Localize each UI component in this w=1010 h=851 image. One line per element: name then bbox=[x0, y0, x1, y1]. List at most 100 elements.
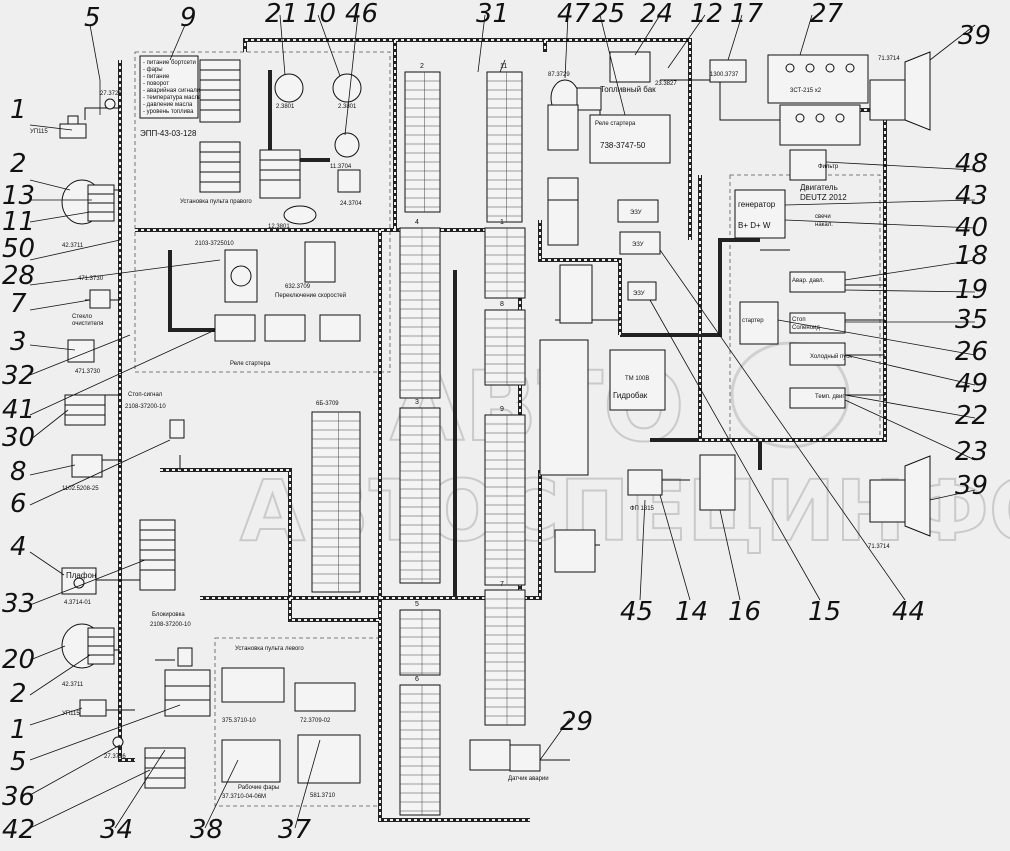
callout-34: 34 bbox=[100, 815, 133, 845]
engine-sensors: Авар. давл. Стоп Соленоид Холодный пуск … bbox=[739, 271, 852, 409]
svg-text:- уровень топлива: - уровень топлива bbox=[143, 109, 194, 115]
svg-text:Топливный бак: Топливный бак bbox=[600, 85, 656, 94]
connector-col-4: 4 bbox=[399, 219, 441, 399]
svg-text:37.3710-04-06М: 37.3710-04-06М bbox=[222, 794, 266, 800]
svg-text:Гидробак: Гидробак bbox=[613, 391, 648, 400]
component-29: Датчик аварии bbox=[469, 739, 549, 782]
svg-text:71.3714: 71.3714 bbox=[868, 544, 890, 550]
svg-text:ЭЗУ: ЭЗУ bbox=[633, 291, 645, 297]
callout-41: 41 bbox=[2, 395, 35, 425]
svg-text:632.3709: 632.3709 bbox=[285, 284, 311, 290]
callout-37: 37 bbox=[278, 815, 312, 845]
svg-text:2103-3725010: 2103-3725010 bbox=[195, 241, 234, 247]
connector-left-mid bbox=[64, 394, 106, 426]
mass-switch-bottom: 71.3714 bbox=[868, 455, 931, 550]
svg-text:581.3710: 581.3710 bbox=[310, 793, 336, 799]
svg-text:ЭЗУ: ЭЗУ bbox=[630, 210, 642, 216]
svg-text:8: 8 bbox=[500, 301, 504, 308]
callout-1-bot: 1 bbox=[10, 715, 27, 745]
callout-21: 21 bbox=[265, 0, 298, 29]
svg-text:свечи: свечи bbox=[815, 214, 831, 220]
callout-47: 47 bbox=[557, 0, 591, 29]
connector-left-lower bbox=[139, 519, 176, 591]
svg-text:Установка пульта левого: Установка пульта левого bbox=[235, 646, 304, 652]
svg-text:Датчик аварии: Датчик аварии bbox=[508, 776, 549, 782]
callout-4: 4 bbox=[10, 532, 27, 562]
svg-text:1102.5208-25: 1102.5208-25 bbox=[62, 486, 99, 492]
relay-block-left bbox=[164, 669, 211, 717]
callout-26: 26 bbox=[955, 337, 988, 367]
callout-5: 5 bbox=[84, 3, 101, 33]
callout-30: 30 bbox=[2, 423, 35, 453]
svg-text:Холодный пуск: Холодный пуск bbox=[810, 353, 852, 360]
callout-7: 7 bbox=[10, 289, 27, 319]
svg-text:9: 9 bbox=[500, 406, 504, 413]
callout-31: 31 bbox=[476, 0, 509, 29]
callout-17: 17 bbox=[730, 0, 764, 29]
callout-6: 6 bbox=[10, 489, 27, 519]
svg-text:- температура масла: - температура масла bbox=[143, 95, 202, 101]
connector-36 bbox=[144, 747, 186, 789]
svg-text:Блокировка: Блокировка bbox=[152, 612, 185, 618]
callout-32: 32 bbox=[2, 361, 35, 391]
callout-3: 3 bbox=[10, 327, 27, 357]
svg-text:5: 5 bbox=[415, 601, 419, 608]
svg-text:ФП 1315: ФП 1315 bbox=[630, 506, 655, 512]
svg-text:- давление масла: - давление масла bbox=[143, 102, 193, 108]
svg-text:Соленоид: Соленоид bbox=[792, 325, 820, 331]
callout-16: 16 bbox=[728, 597, 761, 627]
svg-text:4: 4 bbox=[415, 219, 419, 226]
connector-col-6: 6 bbox=[399, 676, 441, 816]
svg-text:42.3711: 42.3711 bbox=[62, 243, 84, 249]
right-panel-frame bbox=[134, 51, 391, 373]
svg-text:генератор: генератор bbox=[738, 200, 776, 209]
svg-text:УП115: УП115 bbox=[30, 129, 48, 135]
horn-2103: 2103-3725010 bbox=[195, 241, 258, 303]
component-yp115-top: УП115 27.3726 bbox=[30, 91, 122, 139]
callout-5-bot: 5 bbox=[10, 747, 27, 777]
svg-text:12.3801: 12.3801 bbox=[268, 224, 290, 230]
svg-text:накал.: накал. bbox=[815, 222, 833, 228]
stop-signal-switch: Стоп-сигнал 2108-37200-10 bbox=[125, 392, 185, 439]
connector-col-6b: 6Б-3709 bbox=[311, 401, 361, 593]
gear-switch-632: 632.3709 Переключение скоростей Установк… bbox=[180, 199, 346, 299]
gear-switches: Реле стартера bbox=[214, 314, 361, 367]
fuel-tank: Топливный бак 23.3827 bbox=[600, 51, 677, 94]
callouts: 5 9 21 10 46 31 47 25 24 12 17 27 39 1 2… bbox=[2, 0, 991, 845]
svg-text:ЭЗУ: ЭЗУ bbox=[632, 242, 644, 248]
svg-text:ТМ 100В: ТМ 100В bbox=[625, 376, 649, 382]
callout-11: 11 bbox=[2, 207, 35, 237]
svg-text:4.3714-01: 4.3714-01 bbox=[64, 600, 92, 606]
gauges-top: 2.3801 2.3801 11.3704 24.3704 12.3801 bbox=[268, 73, 362, 230]
svg-text:27.3726: 27.3726 bbox=[104, 754, 126, 760]
starter-relay: Реле стартера 738-3747-50 bbox=[589, 114, 671, 164]
svg-text:11: 11 bbox=[500, 63, 507, 70]
svg-text:Авар. давл.: Авар. давл. bbox=[792, 278, 825, 284]
connector-col-9: 9 bbox=[484, 406, 526, 586]
svg-text:Темп. двиг.: Темп. двиг. bbox=[815, 394, 846, 400]
leader-lines bbox=[29, 14, 976, 829]
callout-46: 46 bbox=[345, 0, 378, 29]
callout-2-top: 2 bbox=[10, 149, 27, 179]
svg-text:ЭПП-43-03-128: ЭПП-43-03-128 bbox=[140, 129, 197, 138]
svg-text:1: 1 bbox=[500, 219, 504, 226]
ezu-units: ЭЗУ ЭЗУ ЭЗУ bbox=[617, 199, 661, 301]
callout-38: 38 bbox=[190, 815, 223, 845]
relay-1300: 1300.3737 bbox=[709, 59, 747, 83]
callout-45: 45 bbox=[620, 597, 653, 627]
svg-text:6: 6 bbox=[415, 676, 419, 683]
svg-text:2108-37200-10: 2108-37200-10 bbox=[150, 622, 191, 628]
connector-rows bbox=[312, 72, 588, 815]
cabin-light: Плафон 4.3714-01 bbox=[61, 567, 97, 606]
svg-text:- питание бортсети: - питание бортсети bbox=[143, 60, 196, 66]
svg-text:3: 3 bbox=[415, 399, 419, 406]
callout-19: 19 bbox=[955, 275, 988, 305]
svg-text:7: 7 bbox=[500, 581, 504, 588]
svg-text:B+ D+ W: B+ D+ W bbox=[738, 221, 771, 230]
wiper-relay: 471.3730 Стекло очистителя bbox=[72, 276, 111, 327]
svg-text:Реле стартера: Реле стартера bbox=[595, 121, 636, 127]
connector-mid-panel bbox=[259, 149, 301, 199]
callout-10: 10 bbox=[303, 0, 336, 29]
svg-text:1300.3737: 1300.3737 bbox=[710, 72, 739, 78]
